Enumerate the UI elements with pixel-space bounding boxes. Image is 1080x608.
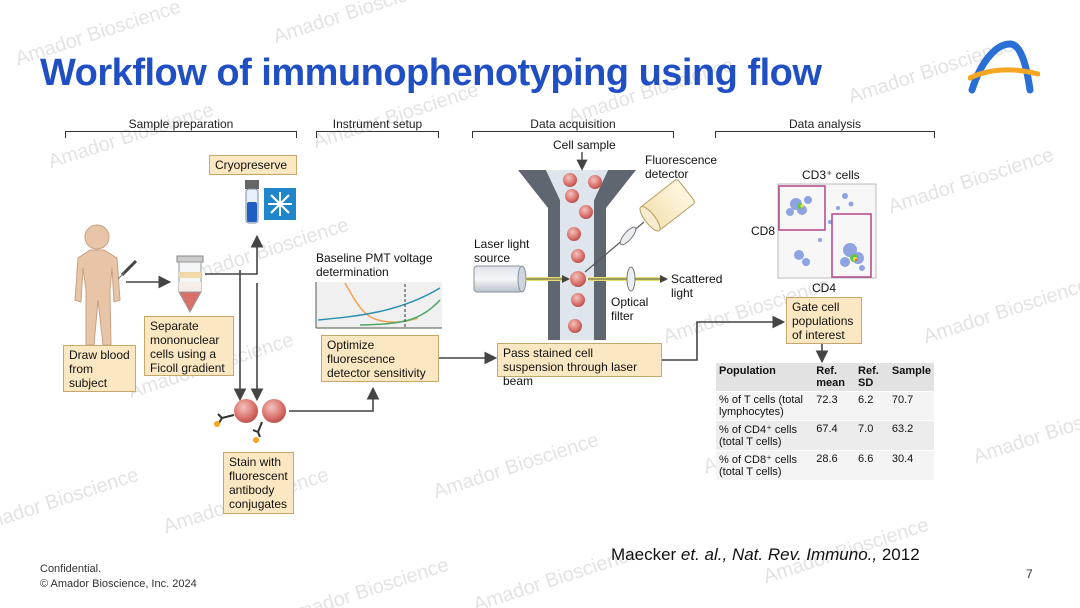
table-cell: 28.6	[816, 453, 838, 465]
table-cell: % of CD8⁺ cells (total T cells)	[719, 454, 797, 478]
ficoll-tube-icon	[176, 255, 204, 314]
footer-copyright: © Amador Bioscience, Inc. 2024	[40, 578, 197, 590]
table-row: % of T cells (total lymphocytes) 72.3 6.…	[716, 391, 934, 421]
table-row: % of CD8⁺ cells (total T cells) 28.6 6.6…	[716, 450, 934, 481]
table-cell: % of T cells (total lymphocytes)	[719, 394, 803, 418]
baseline-pmt-label: Baseline PMT voltage determination	[316, 251, 433, 279]
pass-suspension-box: Pass stained cell suspension through las…	[497, 343, 662, 388]
page-number: 7	[1026, 567, 1033, 581]
table-cell: 63.2	[891, 423, 914, 435]
optical-filter-label: Optical filter	[611, 295, 649, 323]
citation-journal: et. al., Nat. Rev. Immuno.,	[680, 545, 878, 564]
table-cell: 30.4	[891, 453, 914, 465]
table-cell: 72.3	[816, 394, 838, 406]
section-bracket	[472, 131, 674, 138]
table-header: Ref. SD	[858, 365, 879, 389]
optimize-box: Optimize fluorescence detector sensitivi…	[321, 335, 439, 382]
pmt-voltage-chart	[315, 282, 442, 329]
section-bracket	[65, 131, 297, 138]
section-bracket	[715, 131, 935, 138]
stain-box: Stain with fluorescent antibody conjugat…	[223, 452, 294, 514]
optical-filter-icon	[626, 266, 636, 292]
section-instrument-setup: Instrument setup	[332, 117, 423, 131]
page-title: Workflow of immunophenotyping using flow	[40, 52, 822, 94]
section-data-acquisition: Data acquisition	[530, 117, 616, 131]
table-header-row: Population Ref. mean Ref. SD Sample	[716, 363, 934, 392]
table-header: Population	[719, 365, 776, 377]
citation: Maecker et. al., Nat. Rev. Immuno., 2012	[611, 545, 920, 565]
flow-cells	[563, 173, 602, 333]
section-sample-preparation: Sample preparation	[128, 117, 234, 131]
cryopreserve-box: Cryopreserve	[209, 155, 297, 175]
gate-box: Gate cell populations of interest	[786, 297, 862, 344]
syringe-icon	[117, 259, 138, 280]
reference-table: Population Ref. mean Ref. SD Sample % of…	[716, 363, 934, 481]
laser-source-label: Laser light source	[474, 237, 530, 265]
citation-year: 2012	[877, 545, 920, 564]
table-cell: 7.0	[858, 423, 874, 435]
table-row: % of CD4⁺ cells (total T cells) 67.4 7.0…	[716, 420, 934, 451]
scattered-light-label: Scattered light	[671, 272, 723, 300]
laser-source-icon	[473, 265, 527, 293]
table-cell: 67.4	[816, 423, 838, 435]
cd4-cd8-scatter-plot	[777, 183, 877, 279]
footer-confidential: Confidential.	[40, 563, 102, 575]
fluorescence-detector-icon	[639, 179, 695, 232]
cd4-axis-label: CD4	[812, 281, 837, 295]
human-figure-icon	[74, 224, 121, 346]
table-cell: 70.7	[891, 394, 914, 406]
cd8-axis-label: CD8	[751, 224, 776, 238]
table-cell: 6.2	[858, 394, 874, 406]
separate-cells-box: Separate mononuclear cells using a Ficol…	[144, 316, 234, 376]
table-header: Sample	[891, 365, 931, 377]
cell-sample-label: Cell sample	[553, 138, 616, 152]
snowflake-icon	[264, 188, 296, 220]
amador-logo-icon	[968, 40, 1040, 94]
table-cell: 6.6	[858, 453, 874, 465]
table-cell: % of CD4⁺ cells (total T cells)	[719, 424, 797, 448]
fluorescence-detector-label: Fluorescence detector	[645, 153, 718, 181]
stained-cells-icon	[214, 399, 286, 443]
citation-author: Maecker	[611, 545, 681, 564]
table-header: Ref. mean	[816, 365, 845, 389]
cryovial-icon	[245, 180, 259, 224]
section-data-analysis: Data analysis	[788, 117, 862, 131]
cd3-label: CD3⁺ cells	[802, 168, 860, 182]
draw-blood-box: Draw blood from subject	[63, 345, 136, 392]
section-bracket	[316, 131, 439, 138]
